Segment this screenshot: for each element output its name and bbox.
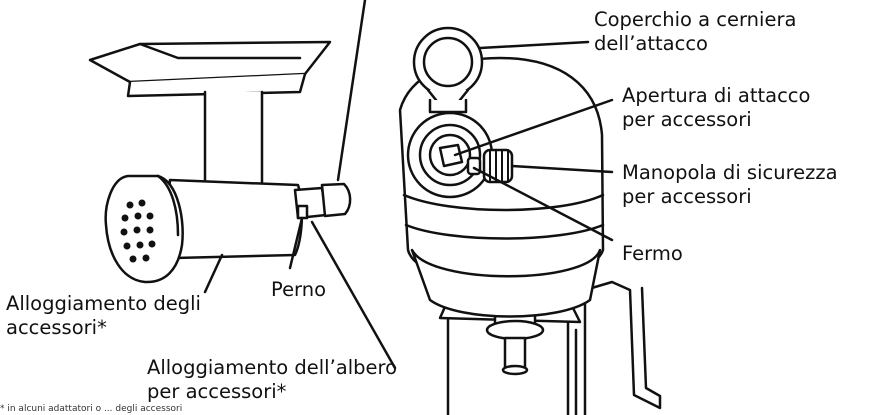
leader-shaft-housing xyxy=(310,220,397,370)
label-pin: Perno xyxy=(271,278,327,301)
label-attachment-opening-line2: per accessori xyxy=(622,108,752,131)
pin xyxy=(296,204,309,220)
label-shaft-housing-line2: per accessori* xyxy=(147,380,287,403)
label-safety-knob-line2: per accessori xyxy=(622,185,752,208)
label-hinged-cover-line1: Coperchio a cerniera xyxy=(594,8,797,31)
safety-knob xyxy=(482,148,514,184)
label-attachment-opening: Apertura di attacco per accessori xyxy=(622,84,810,132)
label-accessory-housing-line1: Alloggiamento degli xyxy=(6,292,201,315)
leader-latch xyxy=(472,166,614,242)
label-latch: Fermo xyxy=(622,242,683,265)
leader-safety-knob xyxy=(510,164,614,174)
leader-housing xyxy=(203,253,224,294)
label-accessory-housing-line2: accessori* xyxy=(6,316,107,339)
hinged-cover xyxy=(412,26,484,114)
label-hinged-cover-line2: dell’attacco xyxy=(594,32,708,55)
label-safety-knob-line1: Manopola di sicurezza xyxy=(622,161,838,184)
footnote: * in alcuni adattatori o ... degli acces… xyxy=(0,404,183,414)
label-accessory-housing: Alloggiamento degli accessori* xyxy=(6,292,201,340)
label-shaft-housing: Alloggiamento dell’albero per accessori* xyxy=(147,356,397,404)
grinder-accessory xyxy=(88,40,352,284)
ring-nut xyxy=(104,174,184,284)
leader-top-shaft xyxy=(336,0,367,182)
label-safety-knob: Manopola di sicurezza per accessori xyxy=(622,161,838,209)
leader-pin xyxy=(288,216,304,270)
mixer-head xyxy=(398,26,662,415)
label-hinged-cover: Coperchio a cerniera dell’attacco xyxy=(594,8,796,56)
label-attachment-opening-line1: Apertura di attacco xyxy=(622,84,811,107)
label-shaft-housing-line1: Alloggiamento dell’albero xyxy=(147,356,398,379)
leader-attachment-opening xyxy=(453,98,614,157)
leader-hinged-cover xyxy=(478,40,590,50)
attachment-opening xyxy=(406,111,494,199)
